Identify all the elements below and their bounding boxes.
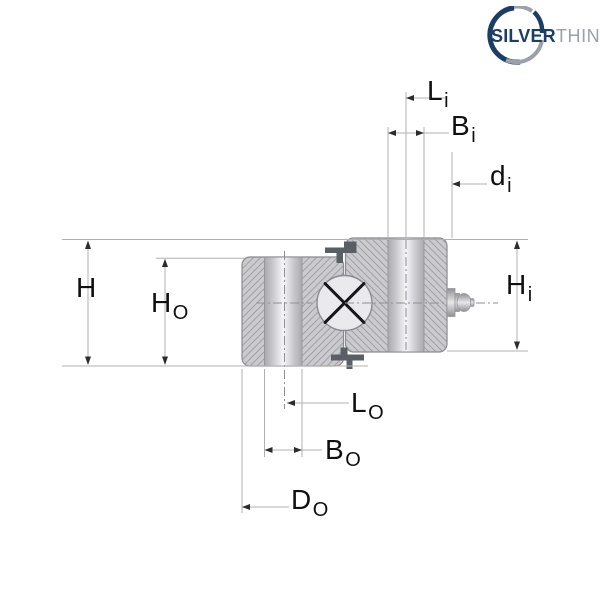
dim-label-LO: LO: [351, 387, 384, 424]
dim-Bi-main: B: [451, 110, 471, 141]
ball-x-section: [316, 274, 373, 332]
dim-H-main: H: [76, 272, 97, 303]
dim-DO-sub: O: [312, 499, 329, 521]
seal-bottom: [331, 347, 364, 369]
dim-HO-main: H: [151, 287, 172, 318]
logo-text-thin: THIN: [555, 26, 600, 46]
dim-di-main: d: [490, 160, 507, 191]
dim-LO-sub: O: [368, 402, 385, 424]
dim-HO-sub: O: [172, 302, 189, 324]
dim-DO-main: D: [291, 484, 312, 515]
dimension-lines: [62, 92, 528, 513]
dim-LO-main: L: [351, 387, 368, 418]
grease-fitting: [446, 288, 475, 317]
dim-BO-main: B: [325, 434, 345, 465]
dim-label-Hi: Hi: [506, 269, 533, 306]
dim-Li-sub: i: [444, 90, 450, 112]
centerlines: [256, 240, 498, 409]
dim-label-DO: DO: [291, 484, 329, 521]
dim-label-di: di: [490, 160, 512, 197]
logo-wordmark: SILVERTHIN: [491, 27, 600, 45]
logo-text-silver: SILVER: [491, 26, 556, 46]
seal-top: [325, 241, 357, 263]
dim-label-Bi: Bi: [451, 110, 476, 147]
dim-label-Li: Li: [427, 75, 449, 112]
dim-Bi-sub: i: [471, 125, 477, 147]
dim-Hi-main: H: [506, 269, 527, 300]
dim-label-H: H: [76, 274, 98, 302]
dim-label-HO: HO: [151, 287, 189, 324]
dim-di-sub: i: [507, 175, 513, 197]
logo-swoosh-icon: [487, 6, 545, 65]
silverthin-logo: SILVERTHIN: [476, 6, 600, 68]
dim-Li-main: L: [427, 75, 444, 106]
dim-BO-sub: O: [345, 449, 362, 471]
outer-ring-section: [241, 256, 345, 367]
dim-Hi-sub: i: [527, 284, 533, 306]
dim-label-BO: BO: [325, 434, 361, 471]
